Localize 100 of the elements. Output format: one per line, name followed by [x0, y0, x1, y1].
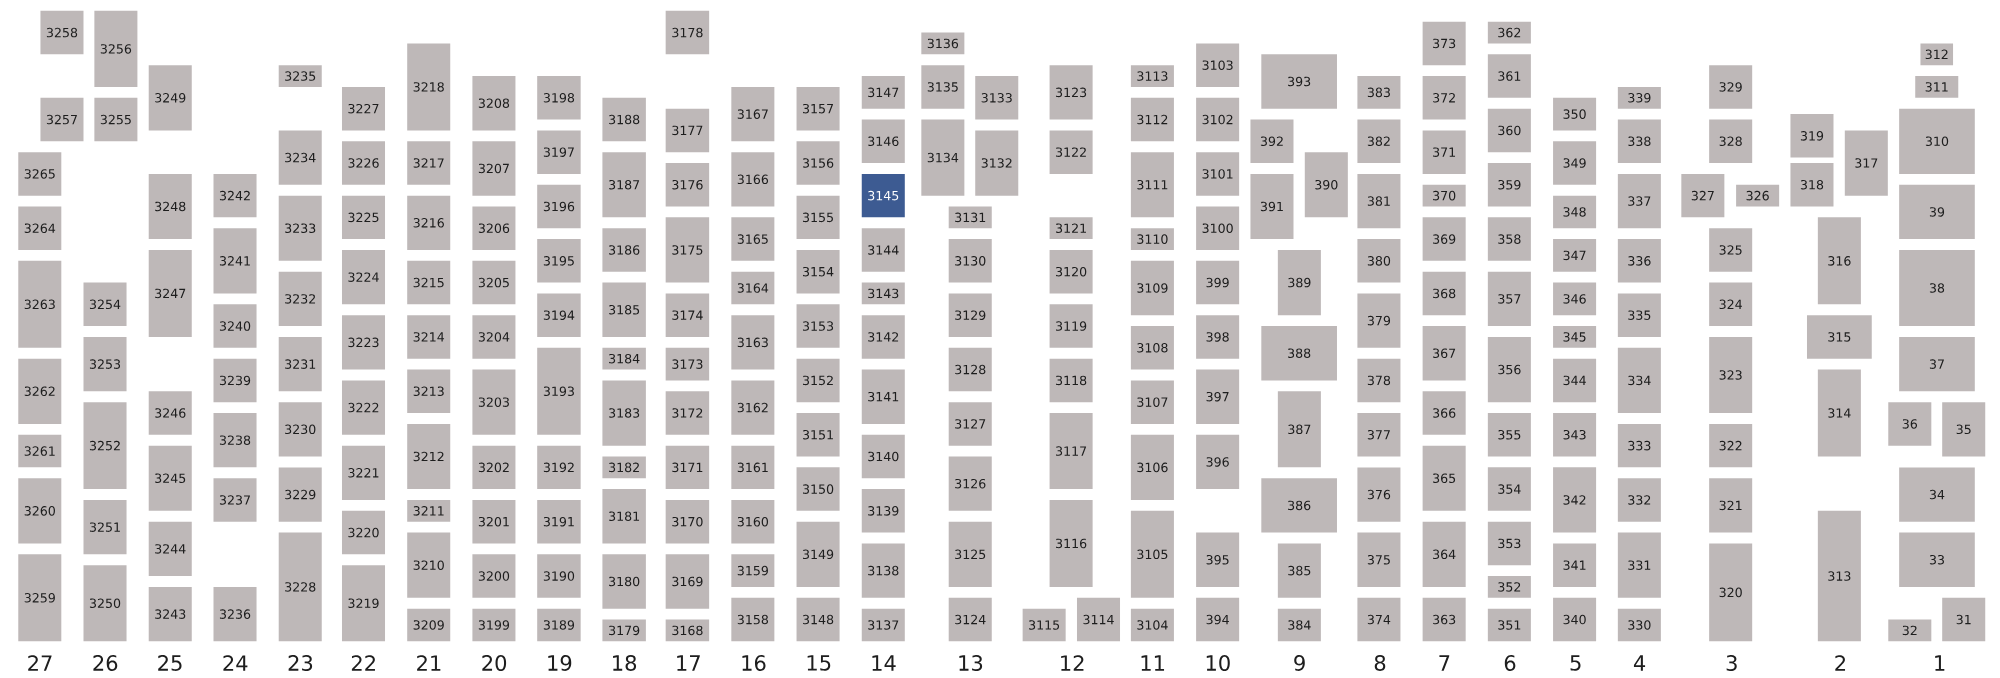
column-number: 23: [288, 655, 313, 671]
storage-box: 395: [1196, 532, 1240, 587]
storage-box: 3259: [18, 554, 62, 642]
column-number: 27: [28, 655, 52, 671]
storage-box: 3157: [796, 86, 840, 131]
storage-box: 347: [1553, 239, 1597, 272]
storage-box: 3261: [18, 434, 62, 468]
storage-box: 31: [1942, 597, 1986, 642]
storage-box: 3209: [407, 608, 451, 642]
storage-box: 3229: [278, 467, 322, 522]
storage-box: 311: [1915, 76, 1959, 98]
storage-box: 3199: [472, 608, 516, 642]
storage-box: 3262: [18, 358, 62, 424]
storage-box: 3210: [407, 532, 451, 598]
storage-box: 394: [1196, 597, 1240, 642]
storage-box: 33: [1899, 532, 1975, 587]
storage-box: 3184: [602, 347, 646, 370]
storage-box: 3106: [1130, 434, 1174, 500]
storage-box: 3172: [665, 391, 710, 435]
storage-box: 3220: [342, 510, 385, 555]
storage-box: 3122: [1049, 130, 1093, 174]
storage-box: 343: [1553, 413, 1597, 457]
storage-box: 3249: [148, 65, 192, 131]
storage-box: 399: [1196, 260, 1240, 305]
storage-box: 354: [1487, 467, 1531, 511]
storage-box: 3123: [1049, 65, 1093, 120]
storage-box: 3117: [1049, 413, 1093, 490]
column-number: 6: [1504, 655, 1516, 671]
storage-box: 330: [1617, 608, 1661, 642]
storage-box: 3221: [342, 445, 385, 500]
storage-box: 3177: [665, 108, 710, 153]
storage-box: 3215: [407, 260, 451, 305]
storage-box: 3148: [796, 597, 840, 642]
storage-box: 3241: [213, 228, 257, 294]
storage-box: 3205: [472, 260, 516, 305]
storage-box: 3213: [407, 369, 451, 413]
storage-box: 3139: [861, 489, 905, 533]
storage-box: 3217: [407, 141, 451, 185]
storage-box: 367: [1422, 326, 1466, 381]
storage-box: 340: [1553, 597, 1597, 642]
storage-box: 3186: [602, 228, 646, 272]
storage-box: 3233: [278, 195, 322, 261]
storage-box: 344: [1553, 358, 1597, 403]
storage-box: 3206: [472, 206, 516, 250]
storage-box: 3101: [1196, 152, 1240, 196]
storage-box: 375: [1357, 532, 1401, 587]
storage-box: 3115: [1022, 608, 1066, 642]
storage-box: 37: [1899, 336, 1975, 392]
storage-box: 334: [1617, 347, 1661, 413]
storage-box: 3179: [602, 619, 646, 642]
storage-box: 320: [1709, 543, 1753, 642]
storage-box: 3196: [537, 184, 581, 229]
storage-box: 3107: [1130, 380, 1174, 424]
storage-box: 3129: [948, 293, 992, 337]
storage-box: 391: [1250, 173, 1294, 240]
storage-box: 3190: [537, 554, 581, 598]
storage-box: 3256: [94, 10, 138, 87]
storage-box: 335: [1617, 293, 1661, 337]
storage-box: 319: [1790, 114, 1834, 158]
storage-box: 3136: [921, 32, 965, 55]
storage-box: 3193: [537, 347, 581, 435]
storage-box: 3208: [472, 76, 516, 131]
storage-box: 3175: [665, 217, 710, 283]
storage-box: 381: [1357, 173, 1401, 229]
storage-box: 3254: [83, 282, 127, 327]
storage-box: 3171: [665, 445, 710, 490]
column-number: 9: [1294, 655, 1305, 671]
storage-box: 3237: [213, 478, 257, 522]
storage-box: 3191: [537, 500, 581, 544]
storage-box: 363: [1422, 597, 1466, 642]
storage-box: 3135: [921, 65, 965, 109]
column-number: 16: [742, 655, 766, 671]
storage-box: 3260: [18, 478, 62, 544]
storage-box: 3240: [213, 304, 257, 348]
storage-box: 314: [1817, 369, 1861, 457]
storage-box: 3100: [1196, 206, 1240, 250]
storage-box: 3125: [948, 521, 992, 587]
storage-box: 358: [1487, 217, 1531, 261]
storage-box: 369: [1422, 217, 1466, 261]
storage-box: 3219: [342, 565, 385, 642]
storage-box: 3134: [921, 119, 965, 196]
storage-box: 3170: [665, 500, 710, 544]
storage-box: 3242: [213, 173, 257, 218]
storage-box: 3198: [537, 76, 581, 120]
storage-box: 350: [1553, 97, 1597, 131]
column-number: 1: [1935, 655, 1945, 671]
storage-box: 346: [1553, 282, 1597, 316]
storage-box: 322: [1709, 423, 1753, 468]
storage-box: 3180: [602, 554, 646, 609]
storage-box: 3188: [602, 97, 646, 142]
storage-box: 313: [1817, 510, 1861, 642]
storage-box: 3160: [731, 500, 775, 544]
storage-box: 3113: [1130, 65, 1174, 87]
storage-box: 3227: [342, 86, 385, 131]
storage-box: 3243: [148, 586, 192, 642]
storage-box: 371: [1422, 130, 1466, 174]
storage-box: 3159: [731, 554, 775, 587]
storage-box: 3119: [1049, 304, 1093, 348]
storage-box: 3230: [278, 402, 322, 457]
storage-box: 3264: [18, 206, 62, 250]
